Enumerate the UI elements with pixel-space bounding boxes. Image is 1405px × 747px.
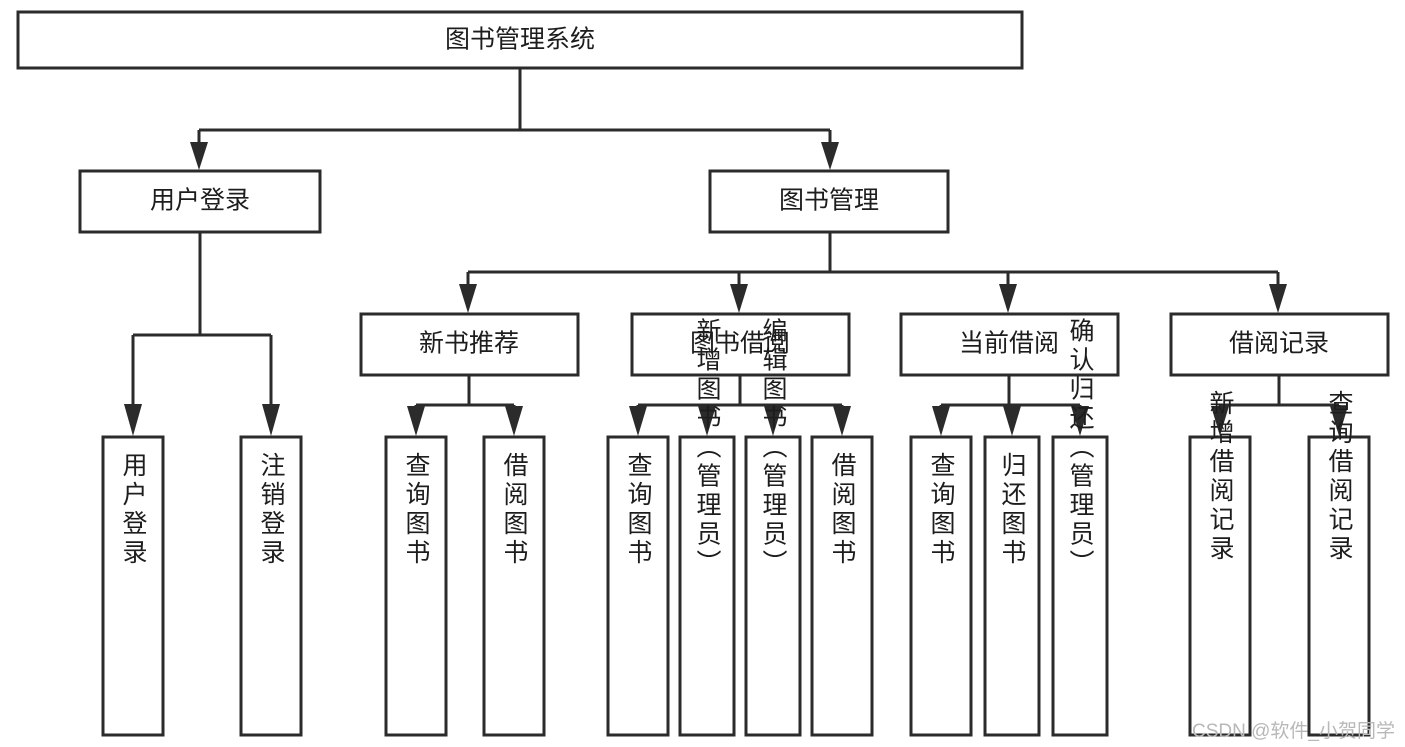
node-leaf-add-book-admin-label: 新增图书（管理员） <box>693 318 722 579</box>
node-leaf-return-book[interactable]: 归还图书 <box>983 435 1041 737</box>
node-leaf-borrow-book-rec[interactable]: 借阅图书 <box>482 435 546 737</box>
node-leaf-query-borrow-record-box[interactable] <box>1307 435 1371 737</box>
node-current-borrow[interactable]: 当前借阅 <box>899 312 1120 377</box>
node-user-login[interactable]: 用户登录 <box>78 169 322 234</box>
node-leaf-add-borrow-record-box[interactable] <box>1188 435 1252 737</box>
node-leaf-borrow-book-label: 借阅图书 <box>828 452 857 568</box>
arrow-bb-to-add-book <box>698 406 716 436</box>
node-leaf-add-book-admin-box[interactable] <box>678 435 736 737</box>
node-leaf-add-borrow-record-label: 新增借阅记录 <box>1206 390 1235 564</box>
node-leaf-edit-book-admin-label: 编辑图书（管理员） <box>759 318 788 579</box>
node-leaf-logout[interactable]: 注销登录 <box>239 435 303 737</box>
node-leaf-query-book-rec[interactable]: 查询图书 <box>384 435 448 737</box>
node-leaf-add-book-admin[interactable]: 新增图书（管理员） <box>678 318 736 737</box>
node-root-label: 图书管理系统 <box>445 26 595 54</box>
arrow-cb-to-confirm-return <box>1071 406 1089 436</box>
node-leaf-query-borrow-record[interactable]: 查询借阅记录 <box>1307 390 1371 737</box>
node-user-login-label: 用户登录 <box>150 187 250 215</box>
node-leaf-edit-book-admin[interactable]: 编辑图书（管理员） <box>744 318 802 737</box>
arrow-bm-to-book-borrow <box>730 284 748 313</box>
node-leaf-query-book-rec-box[interactable] <box>384 435 448 737</box>
arrow-root-to-user-login <box>190 142 208 170</box>
node-leaf-borrow-book[interactable]: 借阅图书 <box>810 435 874 737</box>
arrow-bm-to-new-book-recommend <box>459 284 477 313</box>
node-leaf-borrow-book-rec-box[interactable] <box>482 435 546 737</box>
node-leaf-borrow-book-box[interactable] <box>810 435 874 737</box>
node-book-manage[interactable]: 图书管理 <box>708 169 950 234</box>
node-leaf-confirm-return-admin[interactable]: 确认归还（管理员） <box>1051 318 1109 737</box>
csdn-watermark: CSDN @软件_小贺同学 <box>1192 721 1395 742</box>
node-leaf-query-book-cur-box[interactable] <box>909 435 973 737</box>
arrow-bb-to-query-book <box>629 406 647 436</box>
node-leaf-logout-label: 注销登录 <box>257 452 286 568</box>
node-book-borrow-box[interactable] <box>630 312 851 377</box>
node-current-borrow-box[interactable] <box>899 312 1120 377</box>
node-leaf-user-login[interactable]: 用户登录 <box>101 435 165 737</box>
node-new-book-recommend-box[interactable] <box>359 312 580 377</box>
node-book-manage-box[interactable] <box>708 169 950 234</box>
node-borrow-record-label: 借阅记录 <box>1229 330 1329 358</box>
arrow-ul-to-leaf-logout <box>262 404 280 436</box>
arrow-rec-to-borrow-book <box>505 406 523 436</box>
connector-layer <box>124 68 1348 436</box>
node-leaf-user-login-label: 用户登录 <box>119 452 148 568</box>
node-book-borrow-label: 图书借阅 <box>690 330 790 358</box>
arrow-bm-to-borrow-record <box>1269 284 1287 313</box>
node-leaf-confirm-return-admin-box[interactable] <box>1051 435 1109 737</box>
node-new-book-recommend[interactable]: 新书推荐 <box>359 312 580 377</box>
node-leaf-return-book-box[interactable] <box>983 435 1041 737</box>
arrow-ul-to-leaf-user-login <box>124 404 142 436</box>
node-leaf-user-login-box[interactable] <box>101 435 165 737</box>
arrow-cb-to-return-book <box>1003 406 1021 436</box>
node-root[interactable]: 图书管理系统 <box>16 10 1024 70</box>
arrow-bm-to-current-borrow <box>999 284 1017 313</box>
arrow-bb-to-borrow-book <box>833 406 851 436</box>
arrow-br-to-query-record <box>1330 406 1348 436</box>
arrow-root-to-book-manage <box>821 142 839 170</box>
node-borrow-record[interactable]: 借阅记录 <box>1169 312 1390 377</box>
node-leaf-confirm-return-admin-label: 确认归还（管理员） <box>1066 318 1095 579</box>
node-leaf-query-book-borrow-label: 查询图书 <box>624 452 653 568</box>
node-leaf-logout-box[interactable] <box>239 435 303 737</box>
node-current-borrow-label: 当前借阅 <box>959 330 1059 358</box>
arrow-cb-to-query-book <box>932 406 950 436</box>
node-borrow-record-box[interactable] <box>1169 312 1390 377</box>
node-leaf-add-borrow-record[interactable]: 新增借阅记录 <box>1188 390 1252 737</box>
node-leaf-borrow-book-rec-label: 借阅图书 <box>500 452 529 568</box>
node-book-manage-label: 图书管理 <box>779 187 879 215</box>
node-root-box[interactable] <box>16 10 1024 70</box>
arrow-rec-to-query-book <box>407 406 425 436</box>
node-leaf-query-book-borrow-box[interactable] <box>606 435 670 737</box>
node-user-login-box[interactable] <box>78 169 322 234</box>
node-leaf-query-book-cur-label: 查询图书 <box>927 452 956 568</box>
node-book-borrow[interactable]: 图书借阅 <box>630 312 851 377</box>
node-new-book-recommend-label: 新书推荐 <box>419 330 519 358</box>
node-leaf-query-borrow-record-label: 查询借阅记录 <box>1325 390 1354 564</box>
node-leaf-query-book-rec-label: 查询图书 <box>402 452 431 568</box>
node-leaf-query-book-cur[interactable]: 查询图书 <box>909 435 973 737</box>
node-leaf-return-book-label: 归还图书 <box>998 452 1027 568</box>
arrow-bb-to-edit-book <box>764 406 782 436</box>
node-leaf-query-book-borrow[interactable]: 查询图书 <box>606 435 670 737</box>
arrow-br-to-add-record <box>1211 406 1229 436</box>
node-leaf-edit-book-admin-box[interactable] <box>744 435 802 737</box>
